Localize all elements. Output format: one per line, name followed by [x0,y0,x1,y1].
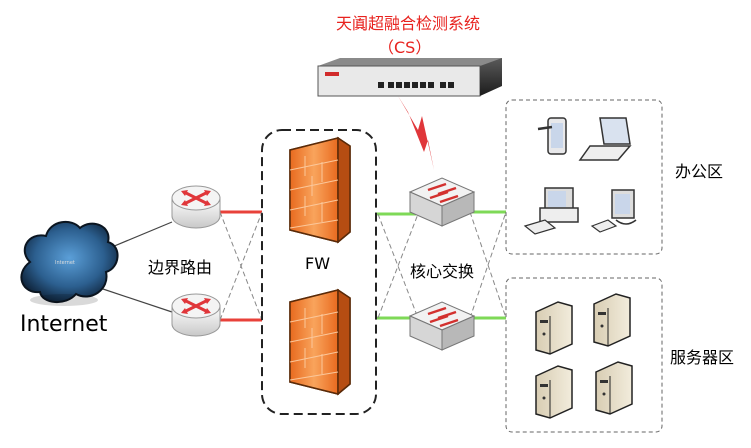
server-tower-icon [535,365,573,419]
server-zone-label: 服务器区 [670,348,735,367]
cs-subtitle: （CS） [378,38,432,57]
cs-title: 天阗超融合检测系统 [336,14,481,33]
server-zone-box [505,277,663,433]
fw-switch-links [375,212,419,320]
core-switch-label: 核心交换 [410,262,475,281]
switch-icon [408,301,476,351]
desktop-pc-icon [523,187,579,235]
cross-link [377,213,419,319]
cloud-inner-label: Internet [55,260,75,266]
internet-label: Internet [20,312,108,337]
cross-link [469,211,507,319]
server-tower-icon [535,301,573,355]
cross-link [219,211,263,321]
switch-icon [408,177,476,227]
router-icon [171,293,221,337]
firewall-group-box [261,129,377,415]
server-tower-icon [593,293,631,347]
firewall-icon [289,288,351,396]
firewall-label: FW [305,254,331,273]
lightning-bolt-icon [398,96,434,170]
monitor-keyboard-icon [590,189,637,233]
firewall-icon [289,136,351,244]
office-zone-label: 办公区 [675,162,724,181]
router-icon [171,185,221,229]
rack-appliance-icon [317,58,502,97]
border-router-label: 边界路由 [148,258,213,277]
cross-link [469,211,507,319]
tablet-icon [537,117,567,155]
link-cloud-router-2 [99,287,173,313]
cloud-icon [20,220,119,306]
cross-link [377,213,419,319]
switch-zone-links [469,210,507,320]
office-zone-box [505,99,663,255]
laptop-icon [578,117,632,161]
server-tower-icon [595,361,633,415]
router-fw-links [219,210,263,322]
